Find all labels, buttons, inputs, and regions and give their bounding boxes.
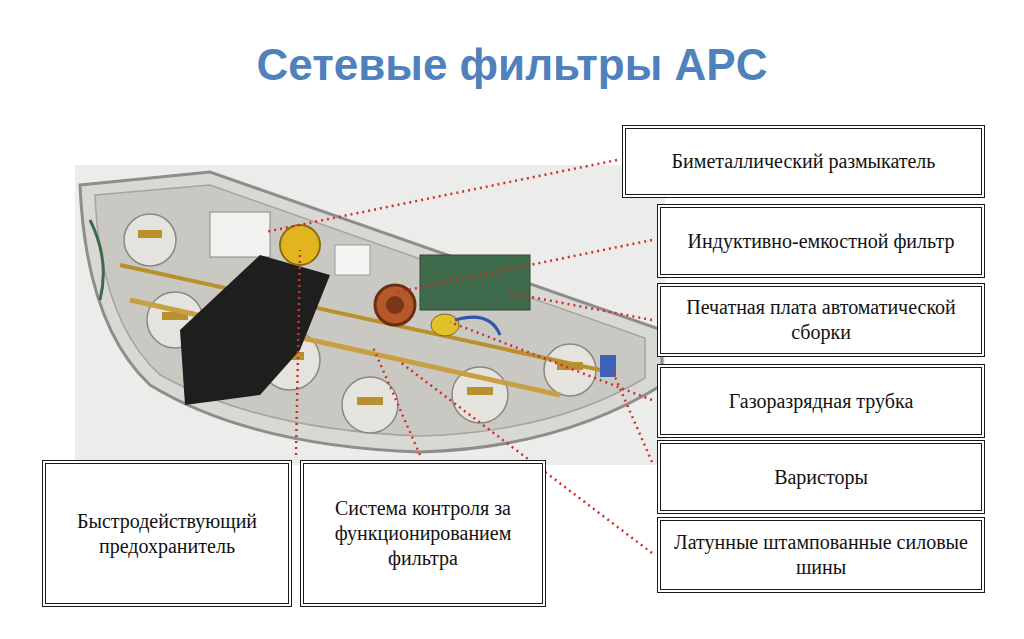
label-text: Печатная плата автоматической сборки xyxy=(669,295,973,345)
inductor-core xyxy=(386,296,404,314)
label-box: Печатная плата автоматической сборки xyxy=(657,283,985,357)
cord-holder xyxy=(180,255,330,405)
label-box: Индуктивно-емкостной фильтр xyxy=(657,204,985,278)
label-box: Быстродействующий предохранитель xyxy=(42,460,292,607)
label-text: Система контроля за функционированием фи… xyxy=(312,496,534,571)
circuit-board xyxy=(420,255,530,310)
white-block xyxy=(335,245,370,275)
inductor-coil xyxy=(375,285,415,325)
housing-inner xyxy=(95,185,645,436)
slide-title: Сетевые фильтры APC xyxy=(0,40,1024,90)
fuse xyxy=(280,225,320,265)
label-text: Латунные штампованные силовые шины xyxy=(669,530,973,580)
sockets xyxy=(124,214,596,433)
label-text: Газоразрядная трубка xyxy=(729,389,914,414)
label-text: Варисторы xyxy=(774,465,868,490)
label-text: Быстродействующий предохранитель xyxy=(54,509,280,559)
label-box: Газоразрядная трубка xyxy=(657,364,985,438)
housing xyxy=(80,172,662,452)
label-box: Латунные штампованные силовые шины xyxy=(657,517,985,593)
label-text: Биметаллический размыкатель xyxy=(672,149,936,174)
label-text: Индуктивно-емкостной фильтр xyxy=(688,229,955,254)
label-box: Варисторы xyxy=(657,440,985,514)
bimetal-breaker xyxy=(210,212,270,257)
label-box: Система контроля за функционированием фи… xyxy=(300,460,546,607)
wire xyxy=(90,220,103,300)
label-box: Биметаллический размыкатель xyxy=(622,125,985,198)
